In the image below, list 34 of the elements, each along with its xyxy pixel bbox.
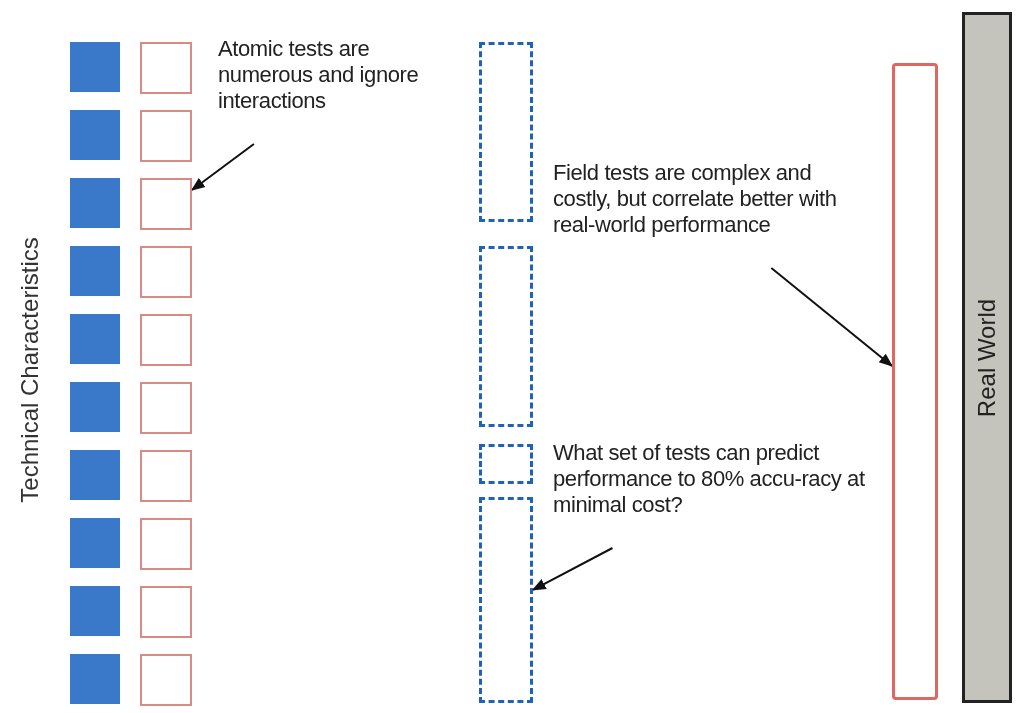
bar-label: Real World: [973, 298, 1001, 417]
filled-square: [70, 654, 120, 704]
filled-square: [70, 450, 120, 500]
leader-line: [770, 267, 894, 367]
dashed-box: [479, 246, 533, 427]
annotation-text: Atomic tests are numerous and ignore interactions: [218, 36, 448, 114]
dashed-box: [479, 444, 533, 484]
outlined-square: [140, 450, 192, 502]
filled-square: [70, 110, 120, 160]
outlined-square: [140, 382, 192, 434]
outlined-square: [140, 518, 192, 570]
filled-square: [70, 246, 120, 296]
filled-square: [70, 42, 120, 92]
outlined-square: [140, 178, 192, 230]
filled-square: [70, 518, 120, 568]
filled-square: [70, 586, 120, 636]
outlined-square: [140, 586, 192, 638]
annotation-text: Field tests are complex and costly, but correlate better with real-world performance: [553, 160, 853, 238]
outlined-square: [140, 314, 192, 366]
leader-line: [531, 547, 614, 591]
outlined-square: [140, 246, 192, 298]
outlined-square: [140, 110, 192, 162]
filled-square: [70, 178, 120, 228]
dashed-box: [479, 42, 533, 222]
filled-square: [70, 314, 120, 364]
real-world-bar: [962, 12, 1012, 703]
annotation-text: What set of tests can predict performance to 80% accu-racy at minimal cost?: [553, 440, 893, 518]
dashed-box: [479, 497, 533, 703]
outlined-bar: [892, 63, 938, 700]
outlined-square: [140, 42, 192, 94]
outlined-square: [140, 654, 192, 706]
axis-label: Technical Characteristics: [16, 237, 44, 503]
leader-line: [190, 143, 255, 191]
filled-square: [70, 382, 120, 432]
